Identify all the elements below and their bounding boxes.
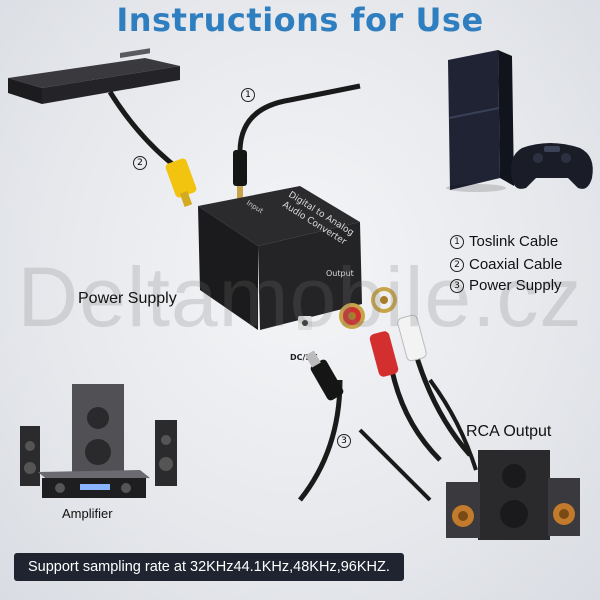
- rca-cables: [369, 314, 478, 471]
- audio-converter-box: Digital to Analog Audio Converter Input …: [198, 186, 397, 362]
- legend-text-2: Coaxial Cable: [469, 256, 563, 273]
- game-controller-image: [511, 143, 593, 189]
- speaker-system-image: [446, 450, 580, 540]
- device-dc-text: DC/5V: [290, 353, 318, 362]
- legend-item-2: 2 Coaxial Cable: [450, 256, 562, 273]
- blu-ray-player-image: [8, 48, 180, 104]
- amplifier-label: Amplifier: [62, 506, 113, 521]
- legend-number-2: 2: [450, 257, 464, 272]
- sampling-rate-banner: Support sampling rate at 32KHz44.1KHz,48…: [14, 553, 404, 581]
- device-output-text: Output: [326, 269, 354, 278]
- legend-text-3: Power Supply: [469, 277, 562, 294]
- power-supply-label: Power Supply: [78, 290, 177, 307]
- legend-number-1: 1: [450, 234, 464, 249]
- legend-item-3: 3 Power Supply: [450, 277, 562, 294]
- legend-item-1: 1 Toslink Cable: [450, 233, 558, 250]
- legend-text-1: Toslink Cable: [469, 233, 559, 250]
- rca-output-label: RCA Output: [466, 423, 552, 440]
- toslink-cable: [233, 83, 361, 200]
- marker-1: 1: [241, 88, 255, 102]
- legend-number-3: 3: [450, 278, 464, 293]
- page-title: Instructions for Use: [116, 1, 484, 39]
- coaxial-cable: [107, 90, 197, 207]
- power-cable: [298, 350, 432, 502]
- game-console-image: [446, 50, 514, 192]
- marker-2: 2: [133, 156, 147, 170]
- marker-3: 3: [337, 434, 351, 448]
- amplifier-image: [20, 384, 177, 498]
